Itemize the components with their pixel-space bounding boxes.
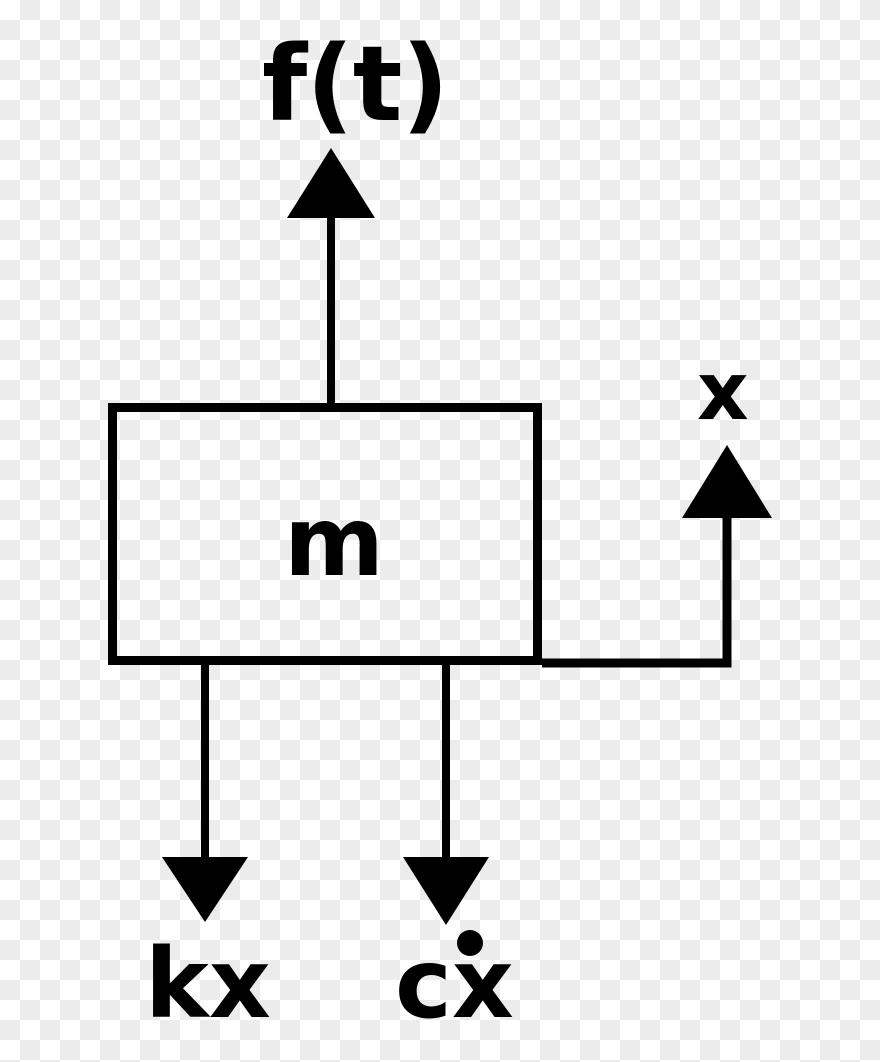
damping-force-arrow-head xyxy=(403,857,489,925)
mass-block-rect xyxy=(108,403,542,665)
spring-force-label: kx xyxy=(145,928,271,1040)
damping-force-label: cx xyxy=(395,936,514,1032)
displacement-coordinate-arrow-head xyxy=(682,445,772,518)
displacement-coordinate-elbow xyxy=(542,512,732,668)
spring-force-arrow xyxy=(162,663,248,922)
applied-force-arrow xyxy=(287,148,375,406)
displacement-coordinate-arrow xyxy=(542,445,772,668)
spring-force-arrow-head xyxy=(162,857,248,922)
mass-label: m xyxy=(284,486,385,598)
applied-force-label: f(t) xyxy=(262,23,449,145)
applied-force-arrow-head xyxy=(287,148,375,218)
velocity-dot-accent-icon xyxy=(457,930,483,956)
damping-force-arrow xyxy=(403,663,489,925)
displacement-label: x xyxy=(697,345,749,438)
damping-coefficient-text: c xyxy=(395,928,452,1040)
